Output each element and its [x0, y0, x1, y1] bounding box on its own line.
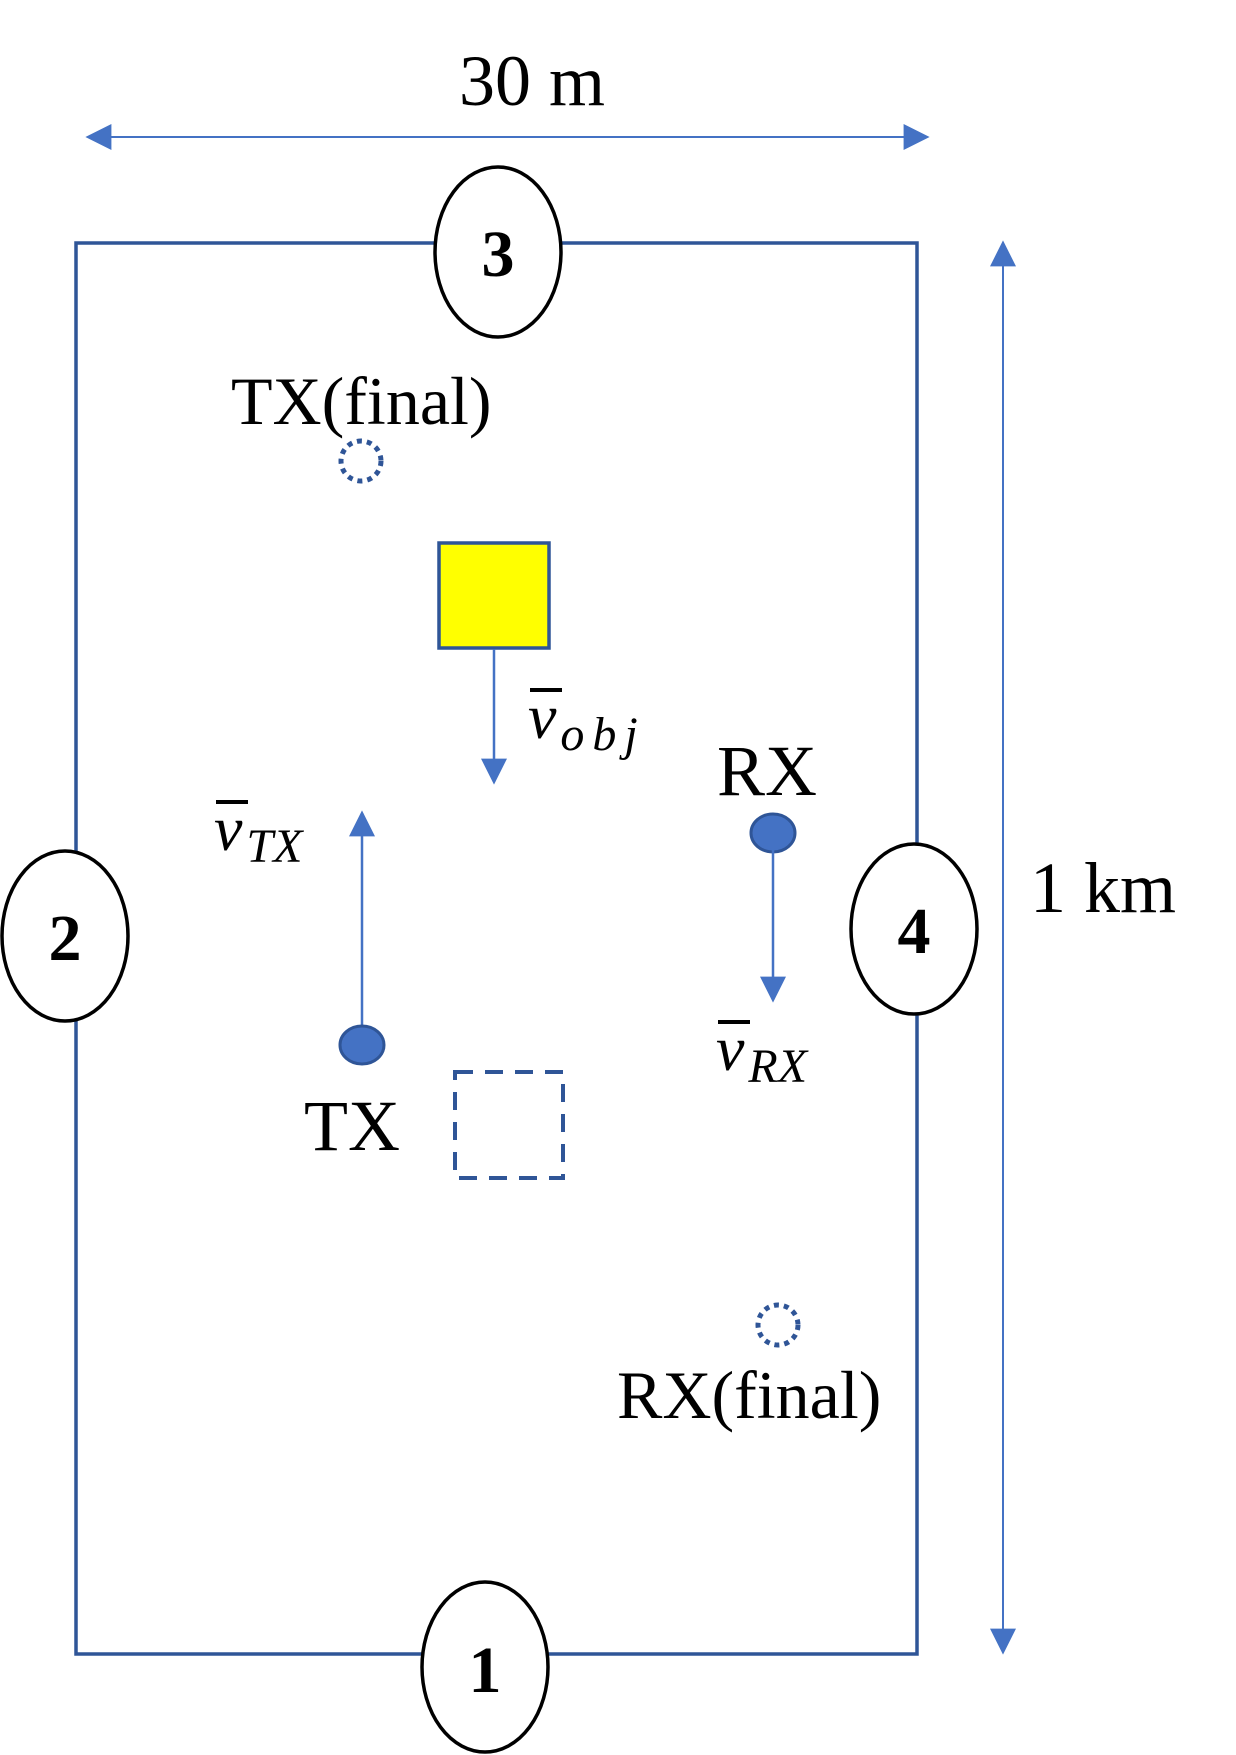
port-3-label: 3 — [482, 218, 515, 291]
length-label: 1 km — [1030, 848, 1176, 928]
corridor-boundary — [74, 241, 919, 1656]
width-label: 30 m — [459, 41, 605, 121]
rx-final-marker — [755, 1302, 801, 1348]
port-4-label: 4 — [898, 895, 931, 968]
object-velocity-label: vobj — [528, 681, 646, 761]
svg-text:vTX: vTX — [214, 793, 304, 873]
svg-text:vRX: vRX — [716, 1013, 809, 1093]
rx-node — [749, 812, 797, 854]
tx-velocity-label: vTX — [214, 793, 304, 873]
rx-label: RX — [717, 731, 817, 811]
port-2-label: 2 — [49, 902, 82, 975]
port-1-label: 1 — [469, 1634, 502, 1707]
port-3: 3 — [433, 165, 563, 339]
tx-final-marker — [338, 438, 384, 484]
object-current — [437, 541, 551, 650]
tx-label: TX — [304, 1086, 400, 1166]
velocity-symbol-rx: v — [716, 1013, 745, 1084]
velocity-sub-obj: obj — [560, 708, 645, 761]
object-final — [453, 1070, 565, 1180]
velocity-symbol-obj: v — [528, 681, 557, 752]
velocity-sub-rx: RX — [747, 1040, 808, 1093]
tx-final-label: TX(final) — [231, 363, 492, 439]
tx-node — [338, 1024, 386, 1066]
rx-velocity-label: vRX — [716, 1013, 809, 1093]
svg-text:vobj: vobj — [528, 681, 646, 761]
port-2: 2 — [0, 849, 130, 1023]
port-4: 4 — [849, 842, 979, 1016]
rx-final-label: RX(final) — [617, 1357, 881, 1433]
velocity-symbol-tx: v — [214, 793, 243, 864]
port-1: 1 — [420, 1580, 550, 1754]
velocity-sub-tx: TX — [246, 820, 304, 873]
